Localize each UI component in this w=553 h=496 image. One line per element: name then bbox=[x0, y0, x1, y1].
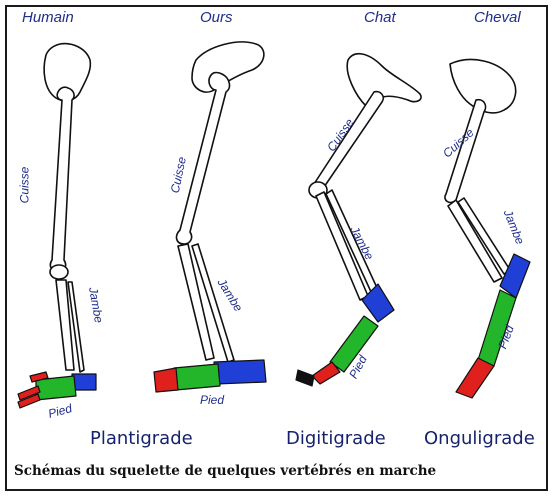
cat-femur bbox=[313, 92, 384, 192]
gait-digitigrade: Digitigrade bbox=[286, 428, 386, 449]
horse-tibia bbox=[448, 200, 502, 282]
human-knee-cap bbox=[50, 265, 68, 279]
bear-phalanx bbox=[154, 368, 178, 392]
bear-metatarsal bbox=[174, 364, 220, 390]
cat-foot bbox=[296, 284, 394, 386]
species-title-humain: Humain bbox=[22, 9, 74, 26]
human-femur bbox=[50, 87, 74, 272]
cat-tarsal bbox=[362, 284, 394, 322]
label-ours-pied: Pied bbox=[200, 393, 224, 407]
human-foot bbox=[18, 372, 96, 408]
bear-foot bbox=[154, 360, 266, 392]
cat-phalanx-2 bbox=[296, 370, 314, 386]
species-title-chat: Chat bbox=[364, 9, 396, 26]
bear-tarsal bbox=[214, 360, 266, 384]
horse-phalanx bbox=[456, 358, 494, 398]
species-title-cheval: Cheval bbox=[474, 9, 521, 26]
horse-skeleton bbox=[445, 60, 516, 282]
cat-pelvis bbox=[347, 54, 421, 106]
bear-skeleton bbox=[177, 42, 264, 362]
figure-caption: Schémas du squelette de quelques vertébr… bbox=[14, 463, 544, 479]
species-title-ours: Ours bbox=[200, 9, 233, 26]
gait-onguligrade: Onguligrade bbox=[424, 428, 535, 449]
label-humain-cuisse: Cuisse bbox=[17, 167, 31, 204]
human-skeleton bbox=[44, 44, 90, 372]
gait-plantigrade: Plantigrade bbox=[90, 428, 193, 449]
cat-skeleton bbox=[309, 54, 421, 300]
